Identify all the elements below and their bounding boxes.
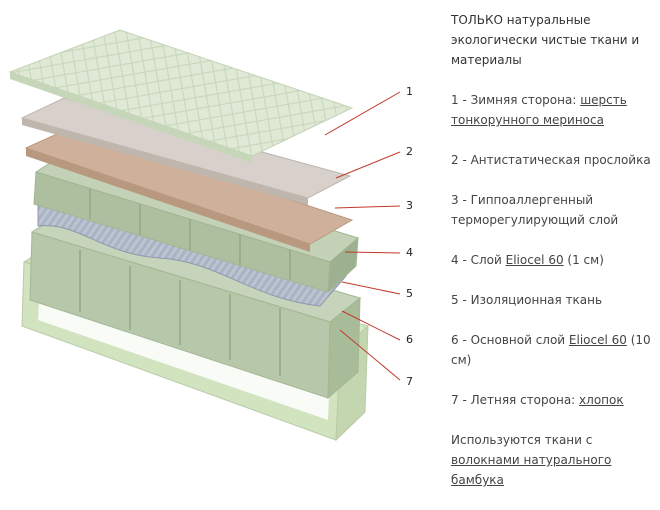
layer-item-4-link[interactable]: Eliocel 60 xyxy=(505,253,564,267)
layer-item-5: 5 - Изоляционная ткань xyxy=(451,290,656,310)
layer-item-6-link[interactable]: Eliocel 60 xyxy=(568,333,627,347)
layer-item-4-text: 4 - Слой xyxy=(451,253,506,267)
layer-item-3-text: 3 - Гиппоаллергенный терморегулирующий с… xyxy=(451,193,619,227)
panel-heading: ТОЛЬКО натуральные экологически чистые т… xyxy=(451,13,640,67)
callout-4: 4 xyxy=(406,246,413,259)
layer-item-6-suffix: (10 см) xyxy=(451,333,651,367)
layer-item-1-text: 1 - Зимняя сторона: xyxy=(451,93,581,107)
layer-item-7: 7 - Летняя сторона: хлопок xyxy=(451,390,656,410)
layer-item-7-link[interactable]: хлопок xyxy=(579,393,624,407)
leader-line-6 xyxy=(341,310,401,341)
layer-item-1-link[interactable]: шерсть тонкорунного мериноса xyxy=(451,93,627,127)
bamboo-fiber-link[interactable]: волокнами натурального бамбука xyxy=(451,453,612,487)
layer-item-2-text: 2 - Антистатическая прослойка xyxy=(451,153,651,167)
callout-3: 3 xyxy=(406,199,413,212)
callout-6: 6 xyxy=(406,333,413,346)
leader-lines xyxy=(324,91,401,381)
leader-line-4 xyxy=(344,251,401,254)
layer-1-quilted-top xyxy=(8,29,354,163)
layer-3-thermo xyxy=(24,127,354,252)
callout-1: 1 xyxy=(406,85,413,98)
leader-line-2 xyxy=(335,151,401,179)
layer-item-1: 1 - Зимняя сторона: шерсть тонкорунного … xyxy=(451,90,656,130)
layer-item-4-suffix: (1 см) xyxy=(563,253,604,267)
callout-2: 2 xyxy=(406,145,413,158)
leader-line-7 xyxy=(339,329,401,381)
callout-5: 5 xyxy=(406,287,413,300)
callout-7: 7 xyxy=(406,375,413,388)
layer-item-7-text: 7 - Летняя сторона: xyxy=(451,393,580,407)
layer-2-antistatic xyxy=(20,97,352,205)
bamboo-note-text: Используются ткани с xyxy=(451,433,593,447)
mattress-layers-illustration: 1 2 3 4 5 6 7 xyxy=(8,29,413,442)
layer-item-6: 6 - Основной слой Eliocel 60 (10 см) xyxy=(451,330,656,370)
layer-item-4: 4 - Слой Eliocel 60 (1 см) xyxy=(451,250,656,270)
layer-description-panel: ТОЛЬКО натуральные экологически чистые т… xyxy=(451,10,656,510)
layer-item-2: 2 - Антистатическая прослойка xyxy=(451,150,656,170)
layer-item-5-text: 5 - Изоляционная ткань xyxy=(451,293,603,307)
leader-line-1 xyxy=(324,91,401,136)
layer-item-3: 3 - Гиппоаллергенный терморегулирующий с… xyxy=(451,190,656,230)
leader-line-5 xyxy=(341,281,401,295)
layer-item-6-text: 6 - Основной слой xyxy=(451,333,569,347)
leader-line-3 xyxy=(334,205,401,209)
bamboo-note: Используются ткани с волокнами натуральн… xyxy=(451,430,656,490)
